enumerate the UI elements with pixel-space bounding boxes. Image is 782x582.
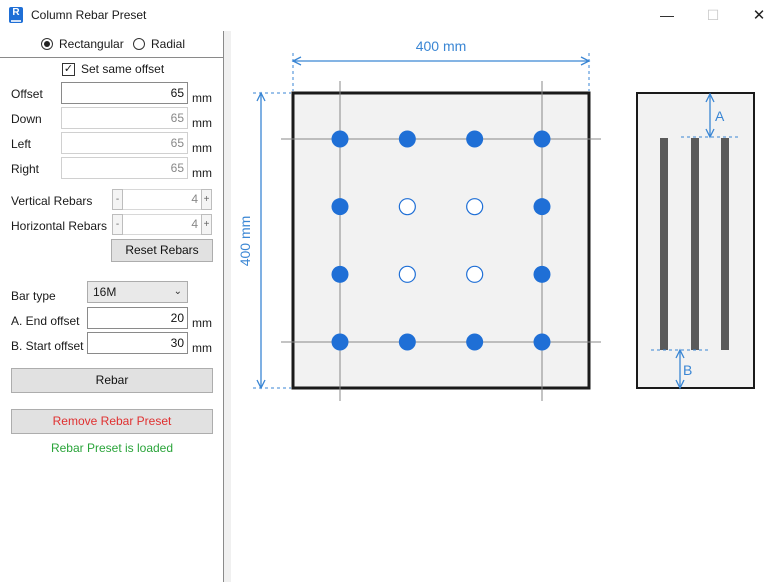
rebar-point-empty (398, 265, 416, 283)
remove-rebar-preset-button[interactable]: Remove Rebar Preset (11, 409, 213, 434)
vertical-rebars-input[interactable]: 4 (123, 189, 201, 210)
revit-app-icon: R (9, 7, 23, 23)
rebar-points (331, 130, 551, 351)
rebar-point-filled (533, 333, 551, 351)
rebar-point-filled (331, 130, 349, 148)
end-offset-label: A. End offset (11, 314, 80, 328)
end-offset-marker: A (715, 108, 725, 124)
left-unit: mm (192, 141, 212, 155)
title-bar: R Column Rebar Preset — ☐ ✕ (0, 0, 782, 31)
left-input[interactable]: 65 (61, 132, 188, 154)
radio-rectangular-label: Rectangular (59, 37, 124, 51)
offset-unit: mm (192, 91, 212, 105)
start-offset-label: B. Start offset (11, 339, 84, 353)
rebar-point-filled (466, 130, 484, 148)
status-message: Rebar Preset is loaded (50, 441, 174, 455)
vertical-plus-button[interactable]: + (201, 189, 212, 210)
bar-type-value: 16M (93, 285, 117, 299)
right-unit: mm (192, 166, 212, 180)
rebar-point-filled (533, 198, 551, 216)
settings-panel: Rectangular Radial ✓ Set same offset Off… (0, 31, 224, 582)
arrow-up-icon (705, 92, 715, 103)
width-dimension-label: 400 mm (416, 38, 467, 54)
arrow-up-icon (675, 348, 685, 359)
start-offset-unit: mm (192, 341, 212, 355)
rebar-diagram: 400 mm 400 mm A B (237, 38, 755, 401)
horizontal-plus-button[interactable]: + (201, 214, 212, 235)
radio-radial[interactable]: Radial (133, 36, 185, 52)
horizontal-rebars-label: Horizontal Rebars (11, 219, 108, 233)
down-input[interactable]: 65 (61, 107, 188, 129)
down-unit: mm (192, 116, 212, 130)
maximize-icon: ☐ (706, 7, 720, 23)
arrow-down-icon (675, 379, 685, 390)
start-offset-marker: B (683, 362, 692, 378)
rebar-point-filled (398, 130, 416, 148)
minimize-icon[interactable]: — (660, 7, 674, 23)
down-label: Down (11, 112, 42, 126)
offset-label: Offset (11, 87, 43, 101)
panel-splitter[interactable] (224, 31, 231, 582)
rebar-point-empty (466, 198, 484, 216)
vertical-rebars-label: Vertical Rebars (11, 194, 93, 208)
height-dimension-label: 400 mm (237, 216, 253, 267)
chevron-down-icon: ⌄ (173, 286, 182, 297)
rebar-point-filled (533, 265, 551, 283)
checkmark-icon[interactable]: ✓ (62, 62, 75, 76)
rebar-button[interactable]: Rebar (11, 368, 213, 393)
left-label: Left (11, 137, 32, 151)
bar-type-label: Bar type (11, 289, 56, 303)
elevation-bar (721, 138, 729, 350)
divider (0, 57, 224, 58)
end-offset-input[interactable]: 20 (87, 307, 188, 329)
horizontal-rebars-input[interactable]: 4 (123, 214, 201, 235)
start-offset-input[interactable]: 30 (87, 332, 188, 354)
radio-rectangular[interactable]: Rectangular (41, 36, 124, 52)
radio-dot-icon[interactable] (41, 38, 53, 50)
vertical-minus-button[interactable]: - (112, 189, 123, 210)
close-icon[interactable]: ✕ (752, 7, 766, 24)
same-offset-checkbox[interactable]: ✓ Set same offset (62, 62, 164, 76)
right-input[interactable]: 65 (61, 157, 188, 179)
arrow-down-icon (705, 128, 715, 139)
bar-type-select[interactable]: 16M ⌄ (87, 281, 188, 303)
rebar-point-filled (331, 198, 349, 216)
rebar-point-filled (398, 333, 416, 351)
rebar-point-empty (466, 265, 484, 283)
rebar-point-filled (466, 333, 484, 351)
right-label: Right (11, 162, 40, 176)
radio-radial-label: Radial (151, 37, 186, 51)
rebar-point-filled (533, 130, 551, 148)
reset-rebars-button[interactable]: Reset Rebars (111, 239, 213, 262)
end-offset-unit: mm (192, 316, 212, 330)
diagram-canvas: 400 mm 400 mm A B (231, 31, 782, 582)
radio-empty-icon[interactable] (133, 38, 145, 50)
window-title: Column Rebar Preset (31, 8, 147, 22)
same-offset-label: Set same offset (81, 62, 165, 76)
elevation-bar (691, 138, 699, 350)
elevation-bar (660, 138, 668, 350)
rebar-point-filled (331, 265, 349, 283)
horizontal-minus-button[interactable]: - (112, 214, 123, 235)
rebar-point-empty (398, 198, 416, 216)
offset-input[interactable]: 65 (61, 82, 188, 104)
rebar-point-filled (331, 333, 349, 351)
